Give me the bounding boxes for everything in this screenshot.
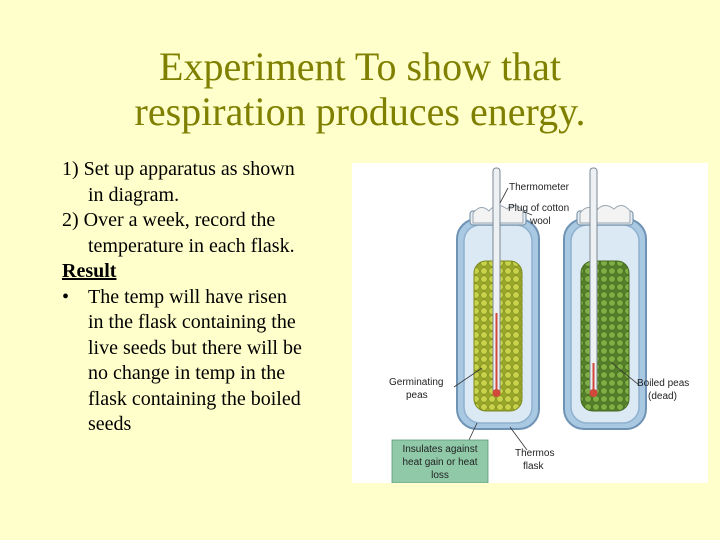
plug-label-line-2: wool (529, 216, 551, 227)
result-heading: Result (62, 260, 117, 282)
boiled-label-line-2: (dead) (648, 391, 677, 402)
boiled-label-line-1: Boiled peas (637, 378, 689, 389)
step-1-continuation: in diagram. (88, 183, 180, 206)
slide-body: 1) Set up apparatus as shown in diagram.… (62, 157, 352, 438)
germinating-label-line-2: peas (406, 390, 428, 401)
result-line-6: seeds (88, 413, 132, 435)
step-1-text: Set up apparatus as shown (83, 158, 295, 180)
thermos-flask-diagram: Thermometer Plug of cotton wool Germinat… (352, 163, 708, 484)
diagram-svg: Thermometer Plug of cotton wool Germinat… (389, 167, 689, 484)
step-2-text: Over a week, record the (83, 209, 276, 231)
title-line-2: respiration produces energy. (134, 89, 586, 134)
result-line-3: live seeds but there will be (88, 336, 302, 359)
insulates-line-1: Insulates against (402, 444, 477, 455)
title-line-1: Experiment To show that (159, 44, 561, 89)
right-thermos-flask (563, 205, 647, 430)
step-2: 2) Over a week, record the (62, 208, 352, 234)
insulates-line-3: loss (431, 470, 449, 481)
step-2-number: 2) (62, 209, 79, 231)
bullet-icon: • (62, 285, 70, 308)
result-line-4: no change in temp in the (88, 362, 286, 384)
thermos-label-line-2: flask (523, 461, 545, 472)
thermometer-label: Thermometer (509, 182, 570, 193)
step-2-continuation: temperature in each flask. (88, 234, 295, 257)
result-bullet: • The temp will have risen (62, 285, 352, 311)
label-leader-lines (453, 187, 640, 451)
slide-title: Experiment To show that respiration prod… (60, 44, 660, 134)
germinating-label-line-1: Germinating (389, 377, 443, 388)
step-1: 1) Set up apparatus as shown (62, 157, 352, 183)
thermos-label-line-1: Thermos (515, 448, 554, 459)
right-thermometer (589, 167, 598, 397)
result-line-1: The temp will have risen (88, 285, 287, 308)
result-line-5: flask containing the boiled (88, 387, 301, 410)
left-thermometer (492, 167, 501, 397)
result-line-2: in the flask containing the (88, 311, 296, 333)
insulates-line-2: heat gain or heat (402, 457, 477, 468)
insulates-box: Insulates against heat gain or heat loss (391, 439, 489, 484)
step-1-number: 1) (62, 158, 79, 180)
plug-label-line-1: Plug of cotton (508, 203, 569, 214)
